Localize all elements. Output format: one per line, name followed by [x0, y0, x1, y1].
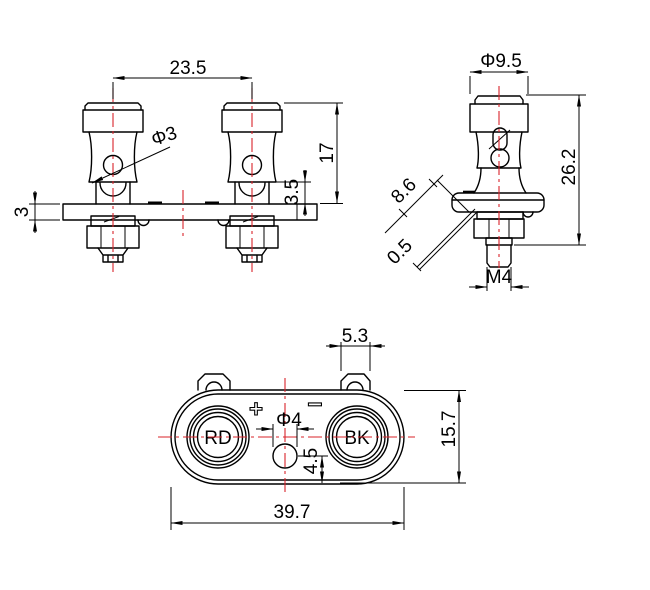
- dim-plate-thickness: 3: [12, 191, 60, 233]
- washer-side: [476, 211, 524, 220]
- body-outline-outer: [170, 389, 405, 485]
- dim-tab-width: 5.3: [326, 326, 385, 371]
- dim-center-hole-offset: 4.5: [298, 448, 328, 484]
- flange-side: [451, 190, 545, 268]
- mounting-tab-right: [340, 373, 371, 391]
- front-view: 23.5 Φ3 17 3.5 3: [12, 58, 343, 272]
- dim-hole-label: Φ3: [149, 123, 180, 151]
- dim-cap-dia: Φ9.5: [469, 51, 529, 94]
- dim-pitch-label: 23.5: [170, 58, 207, 79]
- dim-flange-lip-label: 0.5: [383, 235, 417, 269]
- dim-thread: M4: [469, 267, 529, 291]
- dim-total-height-label: 26.2: [559, 149, 580, 186]
- cross-hole-side: [490, 148, 510, 168]
- dim-center-hole-label: Φ4: [276, 410, 302, 431]
- dim-body-width: 39.7: [170, 487, 405, 530]
- terminal-bk-label: BK: [344, 428, 370, 449]
- dim-tab-width-label: 5.3: [342, 326, 368, 347]
- terminal-rd-label: RD: [204, 428, 231, 449]
- dim-body-width-label: 39.7: [274, 502, 311, 523]
- dim-cap-dia-label: Φ9.5: [480, 51, 522, 72]
- mounting-tab-left: [197, 373, 231, 391]
- dim-body-height-label: 17: [317, 142, 338, 163]
- body-outline-inner: [174, 393, 401, 481]
- dim-center-hole: Φ4: [256, 410, 314, 447]
- peg-side: [522, 211, 534, 218]
- center-hole: [272, 443, 298, 469]
- mounting-plate: [62, 201, 318, 227]
- dim-plate-thickness-label: 3: [12, 207, 33, 218]
- minus-symbol: −: [307, 389, 322, 419]
- dim-body-height-bottom: 15.7: [340, 390, 466, 484]
- dim-pitch: 23.5: [112, 58, 253, 99]
- dim-thread-label: M4: [486, 267, 513, 288]
- dim-body-height-bottom-label: 15.7: [439, 411, 460, 448]
- plus-symbol: +: [249, 396, 263, 423]
- dim-body-height: 17: [284, 102, 343, 204]
- dim-neck-height: 3.5: [271, 170, 311, 216]
- dim-neck-height-label: 3.5: [282, 179, 303, 205]
- bottom-view: RD BK + − 5.3 15.7: [158, 326, 466, 530]
- dim-flange-callout: 8.6 0.5: [383, 174, 478, 272]
- dim-center-hole-offset-label: 4.5: [301, 448, 322, 474]
- side-view: Φ9.5 26.2 8.6 0.5 M4: [383, 51, 586, 291]
- dim-total-height: 26.2: [514, 94, 586, 246]
- mounting-pegs: [137, 219, 230, 227]
- slot-hole: [492, 127, 508, 151]
